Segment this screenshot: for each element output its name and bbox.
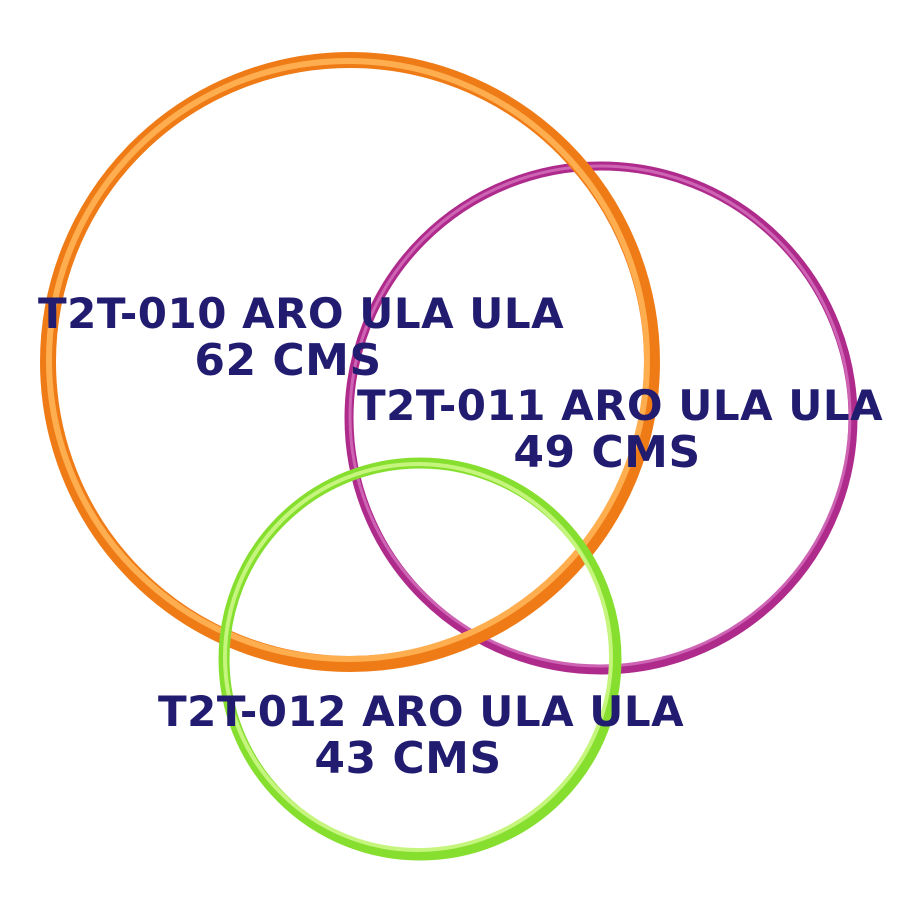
- product-size: 62 CMS: [194, 335, 382, 386]
- green-hoop-highlight: [223, 462, 613, 852]
- product-code: T2T-012 ARO ULA ULA: [158, 687, 685, 736]
- product-code: T2T-010 ARO ULA ULA: [38, 289, 565, 338]
- product-size: 49 CMS: [513, 427, 701, 478]
- magenta-hoop: [344, 161, 858, 675]
- orange-hoop-label: T2T-010 ARO ULA ULA 62 CMS: [38, 289, 565, 386]
- product-size: 43 CMS: [314, 733, 502, 784]
- orange-hoop: [40, 52, 660, 672]
- magenta-hoop-highlight: [348, 164, 852, 668]
- green-hoop-label: T2T-012 ARO ULA ULA 43 CMS: [158, 687, 685, 784]
- product-code: T2T-011 ARO ULA ULA: [357, 381, 884, 430]
- orange-hoop-highlight: [46, 58, 650, 662]
- magenta-hoop-label: T2T-011 ARO ULA ULA 49 CMS: [357, 381, 884, 478]
- green-hoop: [218, 457, 622, 861]
